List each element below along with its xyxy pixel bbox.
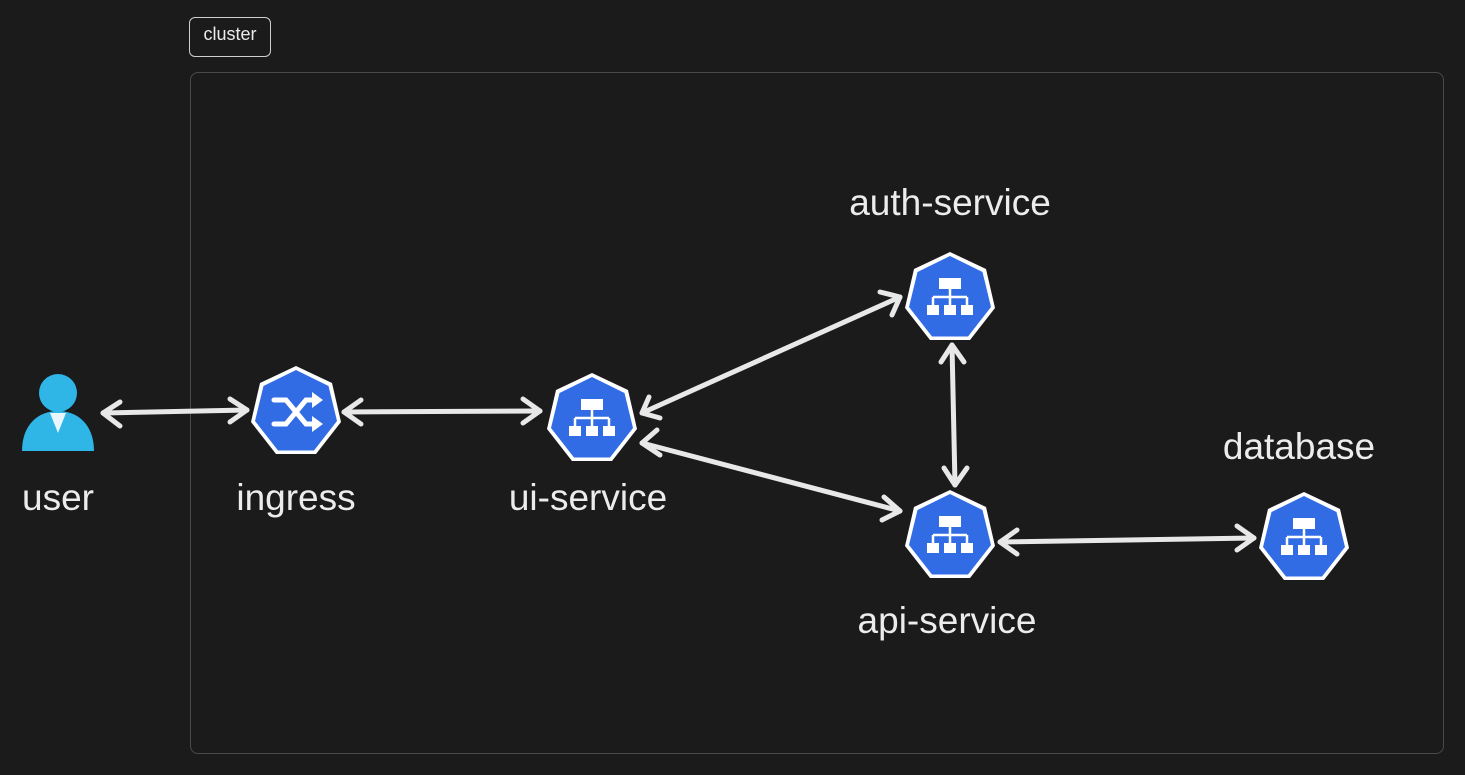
service-icon xyxy=(1259,492,1349,580)
edge-ui-service-api-service xyxy=(639,427,903,523)
edge-ingress-ui-service xyxy=(341,396,543,427)
cluster-label: cluster xyxy=(189,17,271,57)
edge-api-service-database xyxy=(997,523,1257,557)
service-icon xyxy=(905,252,995,340)
edge-ui-service-auth-service xyxy=(639,289,903,421)
database-label: database xyxy=(1223,426,1375,467)
node-user: user xyxy=(22,374,94,518)
api-service-label: api-service xyxy=(858,600,1037,641)
node-database: database xyxy=(1223,426,1375,580)
auth-service-label: auth-service xyxy=(849,182,1051,223)
user-icon xyxy=(22,374,94,451)
ui-service-label: ui-service xyxy=(509,477,667,518)
service-icon xyxy=(547,373,637,461)
edge-auth-service-api-service xyxy=(938,342,970,488)
user-label: user xyxy=(22,477,94,518)
ingress-label: ingress xyxy=(236,477,355,518)
service-icon xyxy=(905,490,995,578)
node-ingress: ingress xyxy=(236,366,356,518)
node-auth-service: auth-service xyxy=(849,182,1051,340)
ingress-icon xyxy=(251,366,341,454)
node-ui-service: ui-service xyxy=(509,373,667,518)
node-api-service: api-service xyxy=(858,490,1037,641)
edge-user-ingress xyxy=(100,396,250,429)
